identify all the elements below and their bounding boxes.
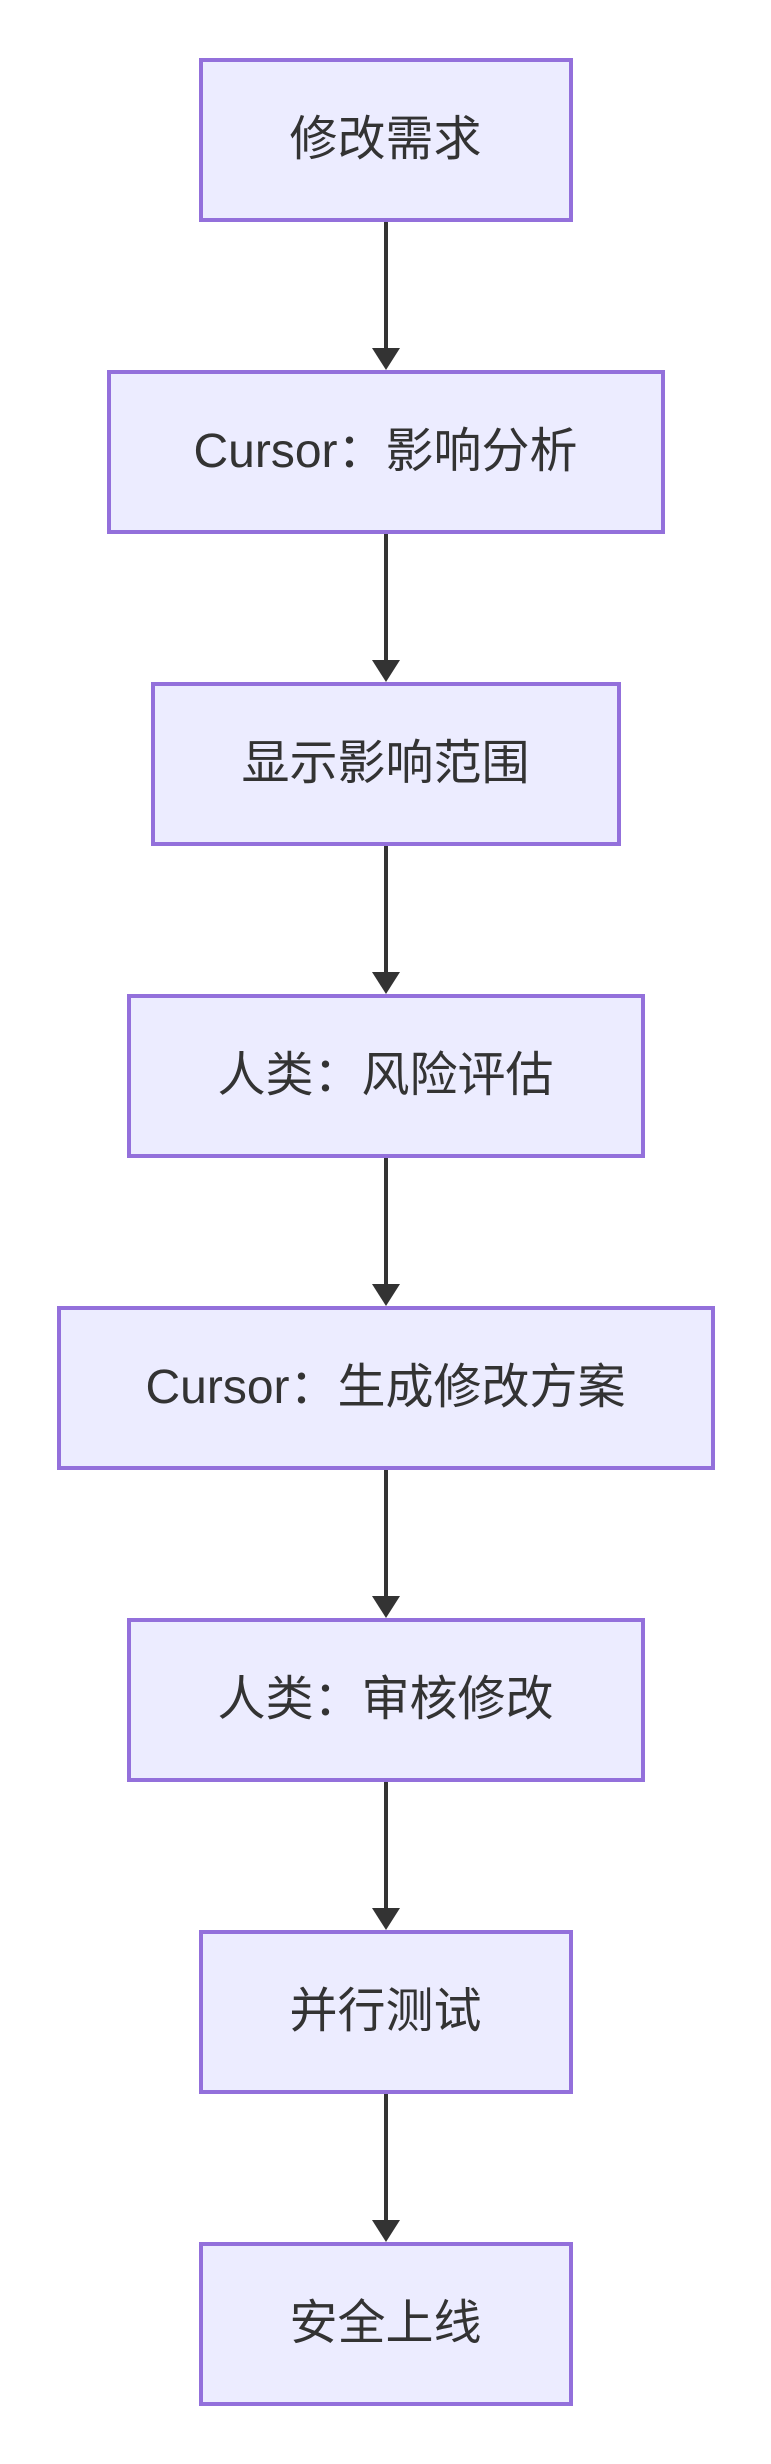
node-label: 安全上线: [289, 2297, 482, 2351]
arrowhead-down-icon: [371, 1908, 400, 1930]
arrowhead-down-icon: [371, 2220, 400, 2242]
arrow-line: [383, 846, 388, 972]
arrow-line: [383, 2094, 388, 2220]
flow-arrow: [371, 1158, 400, 1306]
flow-arrow: [371, 1782, 400, 1930]
arrow-line: [383, 534, 388, 660]
node-label: 并行测试: [289, 1985, 482, 2039]
flow-node: 人类：风险评估: [126, 994, 645, 1158]
flow-node: 人类：审核修改: [126, 1618, 645, 1782]
arrow-line: [383, 1470, 388, 1596]
arrowhead-down-icon: [371, 1596, 400, 1618]
flow-arrow: [371, 1470, 400, 1618]
flow-arrow: [371, 2094, 400, 2242]
flow-node: 显示影响范围: [150, 682, 621, 846]
flow-arrow: [371, 846, 400, 994]
flow-node: Cursor：生成修改方案: [56, 1306, 715, 1470]
flow-arrow: [371, 534, 400, 682]
flow-node: 修改需求: [198, 58, 573, 222]
node-label: 修改需求: [289, 113, 482, 167]
flow-arrow: [371, 222, 400, 370]
flow-node: Cursor：影响分析: [106, 370, 665, 534]
arrow-line: [383, 1782, 388, 1908]
arrow-line: [383, 222, 388, 348]
arrowhead-down-icon: [371, 660, 400, 682]
node-label: 人类：审核修改: [217, 1673, 554, 1727]
arrowhead-down-icon: [371, 1284, 400, 1306]
node-label: 人类：风险评估: [217, 1049, 554, 1103]
node-label: Cursor：影响分析: [193, 425, 578, 479]
arrowhead-down-icon: [371, 348, 400, 370]
node-label: 显示影响范围: [241, 737, 530, 791]
node-label: Cursor：生成修改方案: [145, 1361, 626, 1415]
flow-node: 并行测试: [198, 1930, 573, 2094]
flow-node: 安全上线: [198, 2242, 573, 2406]
arrow-line: [383, 1158, 388, 1284]
arrowhead-down-icon: [371, 972, 400, 994]
